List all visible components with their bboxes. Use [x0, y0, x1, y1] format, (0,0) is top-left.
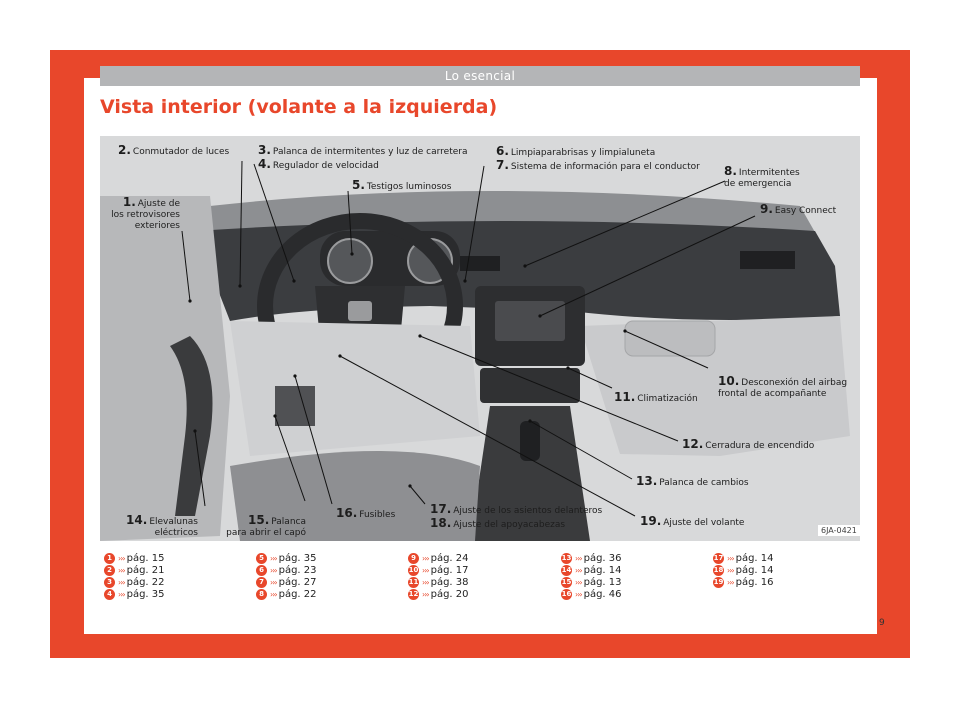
leader-6-7	[464, 165, 485, 282]
pedal-box	[275, 386, 315, 426]
leader-13	[529, 420, 633, 480]
callout-13: 13.Palanca de cambios	[636, 474, 749, 488]
callout-11: 11.Climatización	[614, 390, 698, 404]
reference-item: 18›››pág. 14	[713, 564, 774, 576]
callout-9: 9.Easy Connect	[760, 202, 837, 216]
leader-16	[294, 375, 333, 505]
climate-panel	[480, 368, 580, 403]
callout-15: 15.Palanca para abrir el capó	[226, 513, 306, 538]
reference-column-1: 1›››pág. 15 2›››pág. 21 3›››pág. 22 4›››…	[104, 552, 254, 600]
screen	[495, 301, 565, 341]
leader-lines	[181, 160, 756, 517]
reference-item: 7›››pág. 27	[256, 576, 406, 588]
leader-14	[194, 430, 206, 507]
leader-15	[274, 415, 306, 502]
reference-item: 3›››pág. 22	[104, 576, 254, 588]
reference-column-4: 13›››pág. 36 14›››pág. 14 15›››pág. 13 1…	[561, 552, 711, 600]
callout-8: 8.Intermitentes de emergencia	[724, 164, 800, 189]
brand-emblem	[348, 301, 372, 321]
lower-dash	[230, 321, 480, 456]
figure-id: 6JA-0421	[818, 525, 860, 536]
gear-lever	[520, 421, 540, 461]
section-header: Lo esencial	[100, 66, 860, 86]
callout-4: 4.Regulador de velocidad	[258, 157, 379, 171]
callout-12: 12.Cerradura de encendido	[682, 437, 815, 451]
leader-3-4	[253, 163, 295, 282]
reference-item: 12›››pág. 20	[408, 588, 469, 600]
centre-tunnel	[470, 406, 590, 541]
reference-item: 14›››pág. 14	[561, 564, 622, 576]
reference-item: 15›››pág. 13	[561, 576, 622, 588]
leader-19	[339, 355, 636, 517]
callout-6: 6.Limpiaparabrisas y limpialuneta	[496, 144, 656, 158]
callout-19: 19.Ajuste del volante	[640, 514, 745, 528]
reference-item: 10›››pág. 17	[408, 564, 469, 576]
reference-item: 17›››pág. 14	[713, 552, 774, 564]
reference-column-2: 5›››pág. 35 6›››pág. 23 7›››pág. 27 8›››…	[256, 552, 406, 600]
callout-5: 5.Testigos luminosos	[352, 178, 452, 192]
reference-item: 11›››pág. 38	[408, 576, 469, 588]
left-door	[100, 196, 230, 541]
reference-column-5: 17›››pág. 14 18›››pág. 14 19›››pág. 16	[713, 552, 863, 588]
page-title: Vista interior (volante a la izquierda)	[100, 96, 498, 118]
right-vent	[740, 251, 795, 269]
reference-item: 5›››pág. 35	[256, 552, 406, 564]
reference-item: 8›››pág. 22	[256, 588, 406, 600]
leader-1	[181, 230, 191, 302]
callout-1: 1.Ajuste de los retrovisores exteriores	[111, 195, 180, 231]
door-handle	[170, 336, 213, 516]
driver-seat	[230, 451, 480, 541]
callout-16: 16.Fusibles	[336, 506, 396, 520]
leader-11	[567, 367, 613, 389]
callout-7: 7.Sistema de información para el conduct…	[496, 158, 700, 172]
reference-item: 19›››pág. 16	[713, 576, 774, 588]
leader-12	[419, 335, 679, 442]
cockpit-drawing	[100, 136, 860, 541]
interior-illustration	[100, 136, 860, 541]
reference-item: 13›››pág. 36	[561, 552, 622, 564]
callout-10: 10.Desconexión del airbag frontal de aco…	[718, 374, 848, 399]
callout-18: 18.Ajuste del apoyacabezas	[430, 516, 566, 530]
callout-14: 14.Elevalunas eléctricos	[126, 513, 198, 538]
glovebox	[624, 320, 716, 357]
reference-item: 1›››pág. 15	[104, 552, 254, 564]
callout-17: 17.Ajuste de los asientos delanteros	[430, 502, 603, 516]
reference-column-3: 9›››pág. 24 10›››pág. 17 11›››pág. 38 12…	[408, 552, 558, 600]
leader-8	[524, 180, 726, 267]
reference-item: 4›››pág. 35	[104, 588, 254, 600]
callout-2: 2.Conmutador de luces	[118, 143, 230, 157]
leader-2	[239, 160, 243, 287]
leader-5	[347, 190, 353, 255]
rev-counter	[327, 238, 373, 284]
leader-17-18	[409, 485, 426, 505]
leader-10	[624, 330, 709, 369]
reference-item: 9›››pág. 24	[408, 552, 558, 564]
centre-vent	[460, 256, 500, 271]
leader-dots	[188, 252, 627, 488]
reference-item: 16›››pág. 46	[561, 588, 622, 600]
page-number: 9	[879, 618, 885, 628]
callout-3: 3.Palanca de intermitentes y luz de carr…	[258, 143, 468, 157]
reference-item: 6›››pág. 23	[256, 564, 406, 576]
leader-9	[539, 215, 756, 317]
reference-item: 2›››pág. 21	[104, 564, 254, 576]
